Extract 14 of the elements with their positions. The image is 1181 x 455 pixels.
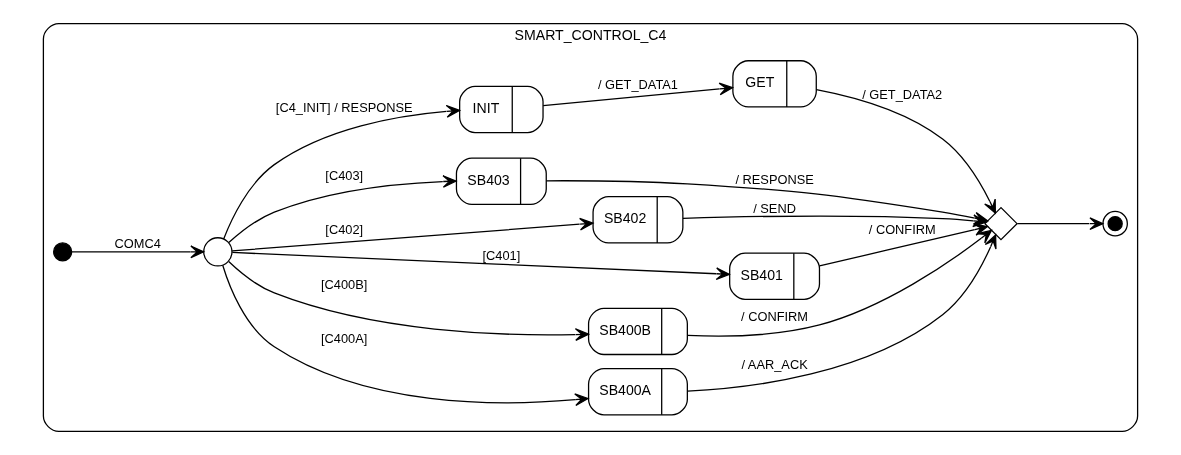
- edge-label: [C402]: [325, 221, 364, 237]
- edge-label: / SEND: [753, 201, 796, 217]
- edge-label: [C401]: [482, 247, 521, 263]
- edge-label: [C4_INIT] / RESPONSE: [275, 100, 413, 116]
- edge-label: [C400B]: [321, 277, 368, 293]
- edge-label: / GET_DATA2: [862, 87, 943, 103]
- edge-label: / CONFIRM: [868, 221, 936, 237]
- edge-label: / AAR_ACK: [741, 356, 808, 372]
- edge-label: COMC4: [114, 236, 161, 252]
- edge-label: / RESPONSE: [735, 171, 814, 187]
- edge-label: / CONFIRM: [741, 309, 809, 325]
- edge-label: / GET_DATA1: [597, 76, 678, 92]
- edge-label: [C400A]: [321, 330, 368, 346]
- edge-label: [C403]: [325, 168, 364, 184]
